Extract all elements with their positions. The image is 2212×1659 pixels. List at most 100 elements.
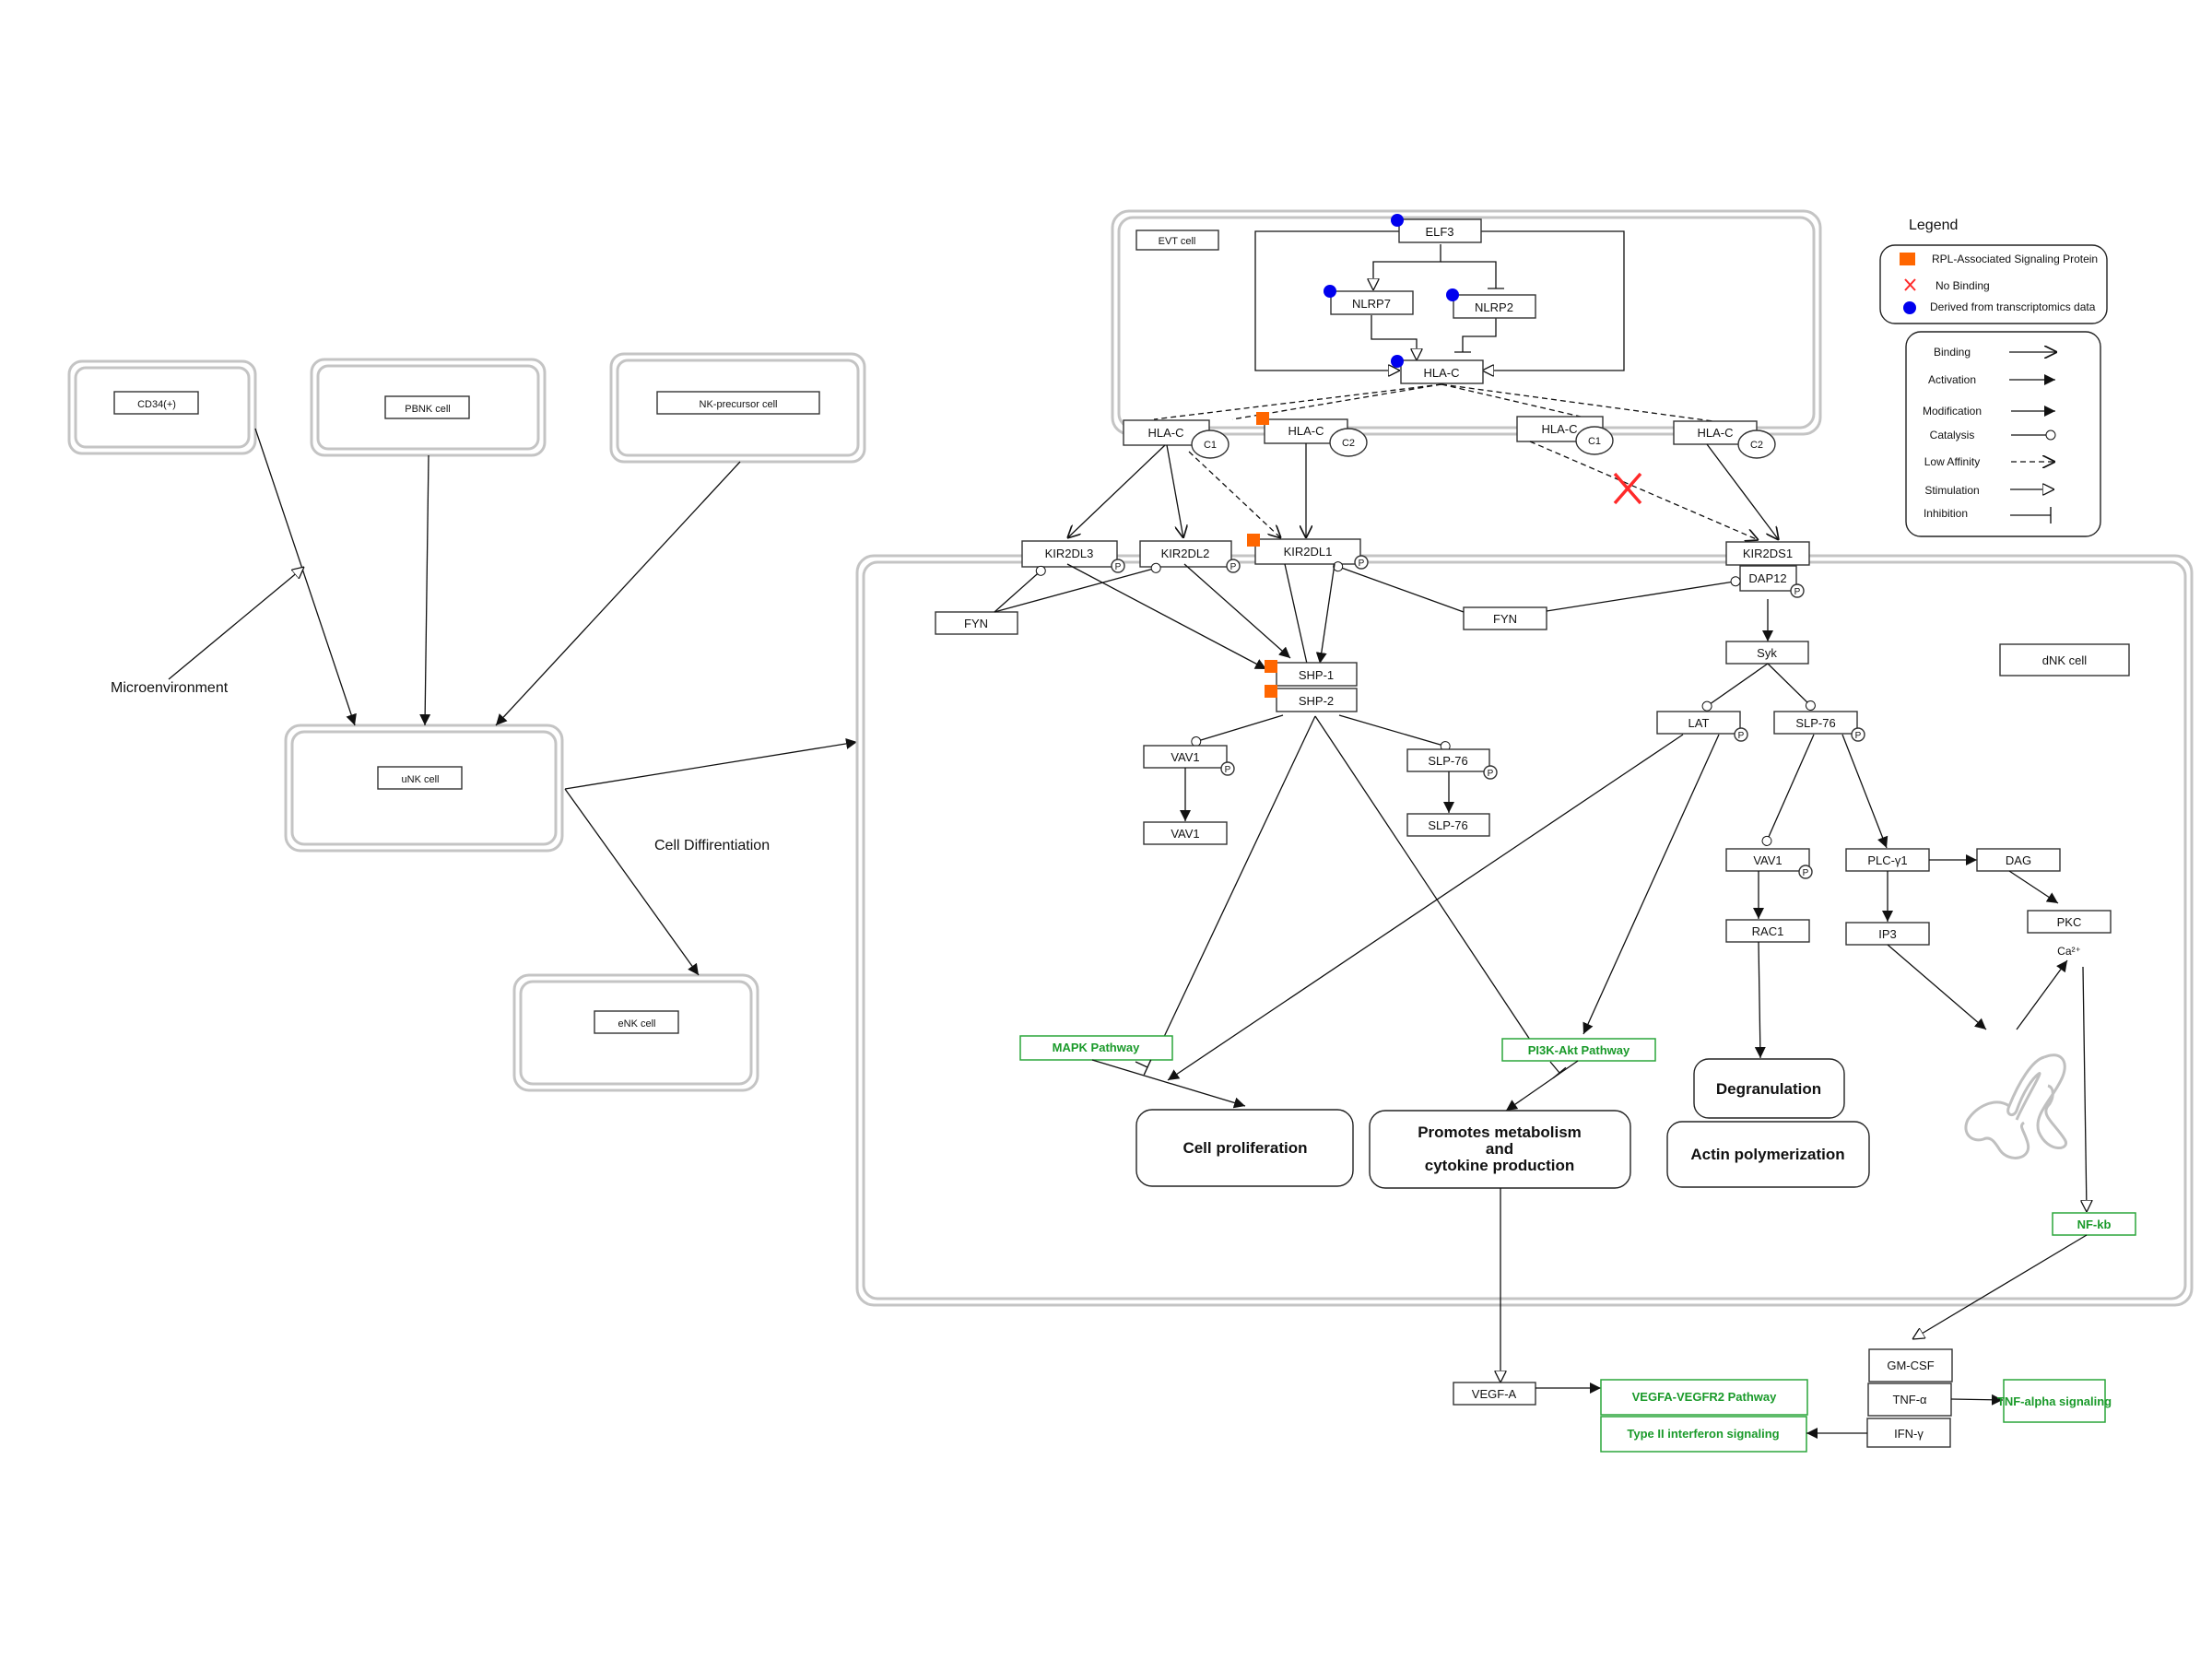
rac1-node[interactable] — [1725, 919, 1810, 943]
vav1-node-c[interactable] — [1725, 848, 1810, 872]
hlac-c1-ligand-b[interactable]: HLA-C C1 — [1516, 416, 1614, 455]
kir2dl1-node[interactable]: KIR2DL1 P — [1247, 534, 1369, 570]
hlac-c2-ligand-a[interactable]: HLA-C C2 — [1256, 412, 1368, 457]
ip3-label: IP3 — [1878, 927, 1897, 941]
no-binding-legend-icon — [1904, 278, 1916, 291]
vav1-node-b[interactable] — [1143, 821, 1228, 845]
legend-edge-label: Binding — [1934, 346, 1971, 359]
vav1-node-a[interactable] — [1143, 745, 1228, 769]
kir2ds1-node[interactable]: KIR2DS1 — [1725, 541, 1810, 566]
unk-label: uNK cell — [402, 774, 440, 785]
hlac-c2-ligand-b[interactable]: HLA-C C2 — [1673, 420, 1776, 459]
edge-shp-to-pi3k — [1314, 715, 1533, 1043]
c1-label: C1 — [1588, 436, 1601, 447]
pi3k-pathway-node[interactable] — [1501, 1038, 1656, 1062]
vegfr2-pathway-node[interactable] — [1600, 1379, 1808, 1416]
shp1-node[interactable] — [1276, 662, 1358, 687]
edge-hlac-lowaffinity-1 — [1153, 383, 1442, 420]
edge-fyn-catalysis-dap12 — [1546, 576, 1741, 612]
phospho-icon — [1220, 761, 1235, 776]
edge-hlac-lowaffinity-kir2dl1 — [1188, 451, 1281, 538]
evt-hlac-node[interactable] — [1400, 359, 1484, 384]
edge-ip3-to-er — [1887, 944, 1987, 1030]
elf3-node[interactable] — [1398, 218, 1482, 243]
dnk-label-box[interactable] — [1999, 643, 2130, 677]
slp76-node-b[interactable] — [1406, 813, 1490, 837]
kir2dl1-label: KIR2DL1 — [1284, 545, 1333, 559]
pbnk-label: PBNK cell — [405, 404, 451, 415]
edge-mapk-inhibition — [1135, 1059, 1152, 1076]
lat-node[interactable] — [1656, 711, 1741, 735]
edge-nfkb-to-gmcsf — [1912, 1234, 2088, 1339]
edge-tnfa-to-tnf-signaling — [1950, 1394, 2004, 1406]
tnfa-node[interactable] — [1867, 1382, 1952, 1417]
enk-label-box[interactable] — [594, 1010, 679, 1034]
legend-edge-label: Modification — [1923, 405, 1982, 418]
pkc-node[interactable] — [2027, 910, 2112, 934]
tnf-signaling-label: TNF-alpha signaling — [1997, 1394, 2112, 1408]
fyn-node-right[interactable] — [1463, 606, 1547, 630]
nk-precursor-label: NK-precursor cell — [700, 399, 778, 410]
nlrp7-node[interactable] — [1330, 290, 1414, 315]
plc-node[interactable] — [1845, 848, 1930, 872]
rpl-legend-icon — [1900, 253, 1915, 265]
edge-hlac-lowaffinity-3 — [1441, 383, 1582, 418]
phospho-icon — [1798, 865, 1813, 879]
edge-pbnk-to-unk — [419, 454, 431, 726]
legend-edge-label: Catalysis — [1930, 429, 1975, 441]
vegfa-node[interactable] — [1453, 1382, 1536, 1406]
edge-calcium-to-nfkb — [2083, 966, 2087, 1212]
edge-kir2dl2-to-shp — [1183, 563, 1291, 659]
shp2-node[interactable] — [1276, 688, 1358, 712]
nk-precursor-label-box[interactable] — [656, 391, 820, 415]
pbnk-cell: PBNK cell — [310, 358, 547, 457]
pbnk-label-box[interactable] — [384, 395, 470, 419]
phospho-icon — [1790, 583, 1805, 598]
edge-hlac-binds-kir2ds1 — [1706, 443, 1779, 540]
ifng-label: IFN-γ — [1894, 1427, 1924, 1441]
edge-hlac-nobinding-kir2ds1 — [1529, 441, 1759, 540]
edge-kir2dl1-to-shp-line — [1284, 563, 1308, 665]
tnf-signaling-node[interactable] — [2003, 1379, 2106, 1423]
kir2dl2-node[interactable]: KIR2DL2 P — [1139, 540, 1241, 573]
fyn-node-left[interactable] — [935, 611, 1018, 635]
actin-polymerization-node[interactable] — [1666, 1121, 1870, 1188]
hlac-label: HLA-C — [1147, 426, 1183, 440]
kir2dl3-node[interactable]: KIR2DL3 P — [1021, 540, 1125, 573]
edge-rac1-to-degranulation — [1754, 941, 1766, 1059]
slp76-node-c[interactable] — [1773, 711, 1858, 735]
degranulation-node[interactable] — [1693, 1058, 1845, 1119]
type2-ifn-node[interactable] — [1600, 1416, 1807, 1453]
rpl-marker-icon — [1247, 534, 1260, 547]
edge-microenvironment-stimulation — [168, 567, 304, 680]
elf3-label: ELF3 — [1425, 225, 1453, 239]
cell-proliferation-node[interactable] — [1135, 1109, 1354, 1187]
c1-label: C1 — [1204, 440, 1217, 451]
syk-node[interactable] — [1725, 641, 1809, 665]
edge-elf3-inhibits-nlrp2 — [1441, 261, 1504, 289]
hlac-c1-ligand-a[interactable]: HLA-C C1 — [1123, 419, 1230, 459]
dap12-node[interactable]: DAP12 P — [1739, 565, 1805, 598]
nlrp2-node[interactable] — [1453, 294, 1536, 319]
ip3-node[interactable] — [1845, 922, 1930, 946]
pi3k-pathway-label: PI3K-Akt Pathway — [1528, 1043, 1630, 1057]
nfkb-node[interactable] — [2052, 1212, 2136, 1236]
edge-syk-catalysis-lat — [1701, 663, 1769, 712]
evt-label-box[interactable] — [1135, 229, 1219, 251]
edge-dag-to-pkc — [2008, 870, 2059, 904]
edge-elf3-to-nlrp7 — [1373, 244, 1441, 290]
kir2dl2-label: KIR2DL2 — [1161, 547, 1210, 560]
vegfa-label: VEGF-A — [1472, 1387, 1517, 1401]
phospho-label: P — [1803, 868, 1809, 878]
dag-node[interactable] — [1976, 848, 2061, 872]
dnk-label: dNK cell — [2042, 653, 2088, 667]
nlrp7-label: NLRP7 — [1352, 297, 1391, 311]
dag-label: DAG — [2006, 853, 2031, 867]
mapk-pathway-node[interactable] — [1019, 1035, 1173, 1061]
legend-markers-box — [1879, 244, 2108, 324]
evt-cell: EVT cell — [1111, 209, 1822, 436]
cd34-label-box[interactable] — [113, 391, 199, 415]
unk-label-box[interactable] — [377, 766, 463, 790]
gmcsf-node[interactable] — [1868, 1348, 1953, 1382]
